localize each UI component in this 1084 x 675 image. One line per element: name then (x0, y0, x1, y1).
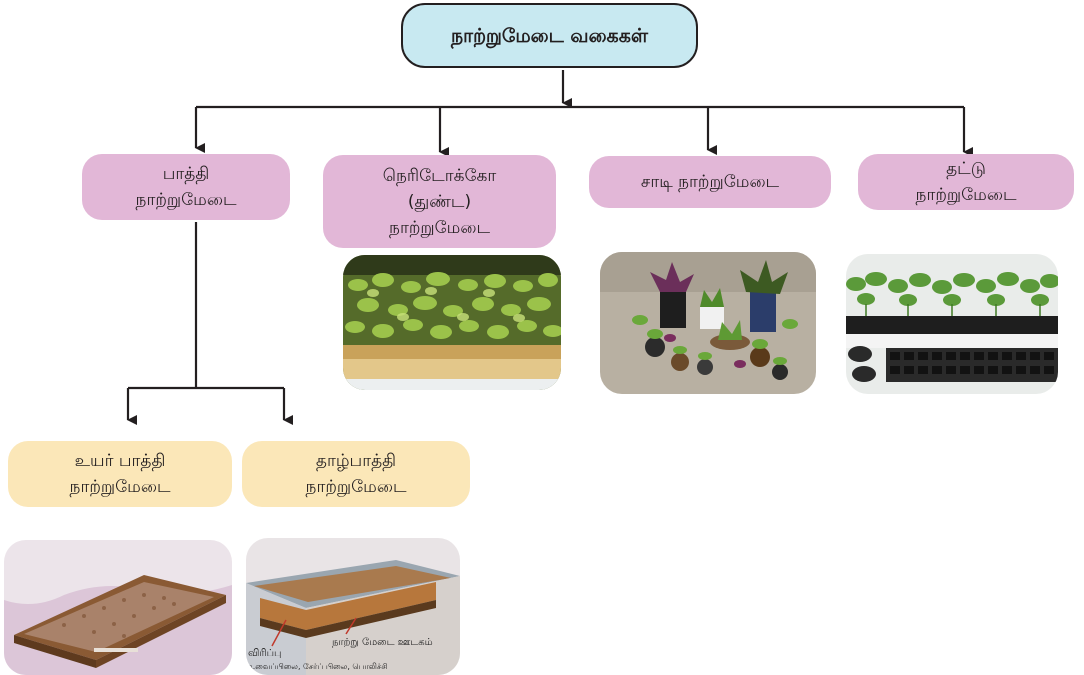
type-label: நெரிடோக்கோ (382, 165, 497, 186)
virippu-label: விரிப்பு (248, 648, 282, 659)
type-node-paththi: பாத்தி நாற்றுமேடை (82, 154, 290, 220)
subtype-label: நாற்றுமேடை (305, 477, 407, 497)
type-node-saadi: சாடி நாற்றுமேடை (589, 156, 831, 208)
seedbed-medium-label: நாற்று மேடை ஊடகம் (332, 637, 433, 648)
type-node-thattu: தட்டு நாற்றுமேடை (858, 154, 1074, 210)
subtype-label: உயர் பாத்தி (74, 451, 166, 471)
subtype-node-thaazh: தாழ்பாத்தி நாற்றுமேடை (242, 441, 470, 507)
virippu-sublabel: உவைப்பிலை, சேர்ப் பிலை, பொலிச்சி (248, 662, 388, 671)
type-label: (துண்ட) (407, 191, 472, 212)
type-label: தட்டு (946, 159, 986, 179)
type-node-neritokko: நெரிடோக்கோ (துண்ட) நாற்றுமேடை (323, 155, 556, 248)
type-label: பாத்தி (162, 164, 210, 184)
type-label: நாற்றுமேடை (389, 217, 490, 238)
type-label: சாடி நாற்றுமேடை (640, 172, 780, 192)
sunken-bed-illustration: விரிப்பு உவைப்பிலை, சேர்ப் பிலை, பொலிச்ச… (246, 538, 460, 675)
raised-bed-illustration (4, 540, 232, 675)
type-label: நாற்றுமேடை (915, 185, 1017, 205)
thattu-seedbed-photo (846, 254, 1058, 394)
subtype-node-uyar: உயர் பாத்தி நாற்றுமேடை (8, 441, 232, 507)
subtype-label: தாழ்பாத்தி (315, 451, 397, 471)
saadi-seedbed-photo (600, 252, 816, 394)
type-label: நாற்றுமேடை (135, 190, 237, 210)
neritokko-seedbed-photo (343, 255, 561, 390)
subtype-label: நாற்றுமேடை (69, 477, 171, 497)
root-node: நாற்றுமேடை வகைகள் (401, 3, 698, 68)
root-title: நாற்றுமேடை வகைகள் (450, 24, 649, 47)
